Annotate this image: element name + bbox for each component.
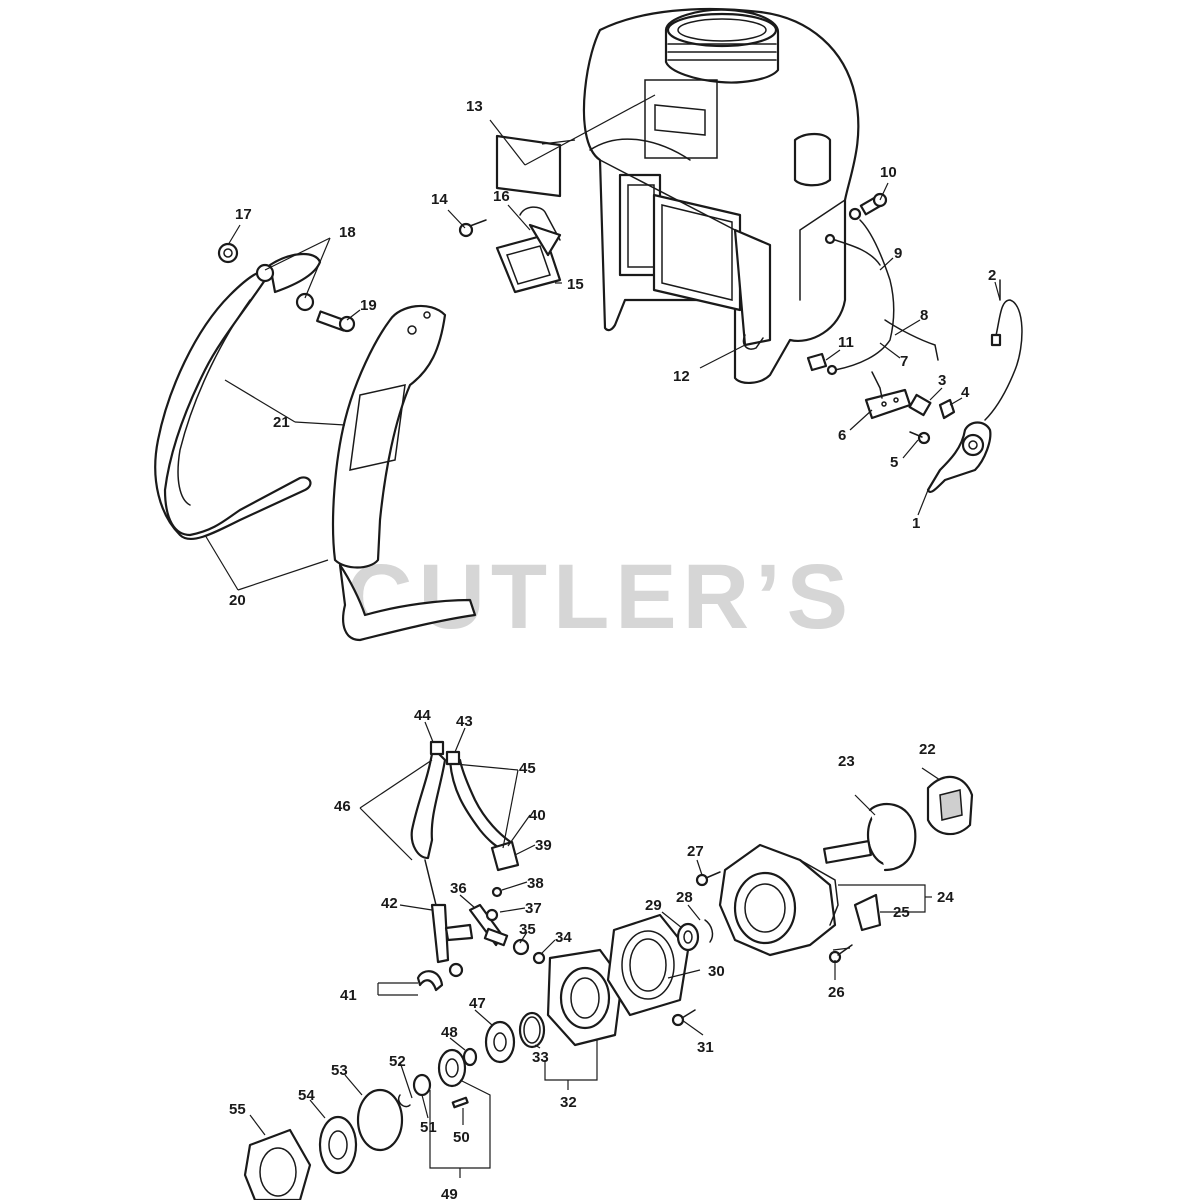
callout-27: 27 <box>687 843 704 860</box>
callout-41: 41 <box>340 987 357 1004</box>
callout-20: 20 <box>229 592 246 609</box>
callout-21: 21 <box>273 414 290 431</box>
callout-23: 23 <box>838 753 855 770</box>
fitting-10-icon <box>859 192 888 216</box>
cover-icon <box>243 1128 312 1200</box>
callout-11: 11 <box>838 334 854 351</box>
callout-18: 18 <box>339 224 356 241</box>
cable-icon <box>984 299 1023 421</box>
callout-16: 16 <box>493 188 510 205</box>
callout-48: 48 <box>441 1024 458 1041</box>
callout-6: 6 <box>838 427 846 444</box>
callout-37: 37 <box>525 900 542 917</box>
callout-labels: 1 2 3 4 5 6 7 8 9 10 11 12 13 14 15 16 1… <box>229 98 996 1200</box>
strap-left-icon <box>154 253 322 540</box>
wire-icon <box>824 207 939 376</box>
decal-icon <box>495 134 562 198</box>
callout-31: 31 <box>697 1039 714 1056</box>
callout-30: 30 <box>708 963 725 980</box>
callout-55: 55 <box>229 1101 246 1118</box>
callout-3: 3 <box>938 372 946 389</box>
drum-icon <box>823 802 917 872</box>
tank-icon <box>582 7 860 384</box>
callout-44: 44 <box>414 707 431 724</box>
callout-43: 43 <box>456 713 473 730</box>
clutch-icon <box>926 775 974 836</box>
washer-icon <box>676 919 714 952</box>
callout-4: 4 <box>961 384 970 401</box>
callout-1: 1 <box>912 515 920 532</box>
bracket-icon <box>495 206 562 294</box>
callout-19: 19 <box>360 297 377 314</box>
leader-lines <box>204 94 1001 1178</box>
switch-icon <box>806 279 1001 445</box>
elbow-icon <box>468 886 546 965</box>
callout-35: 35 <box>519 921 536 938</box>
callout-42: 42 <box>381 895 398 912</box>
callout-39: 39 <box>535 837 552 854</box>
screws-icon <box>671 871 853 1027</box>
bracket-6-icon <box>864 371 912 420</box>
strap-right-icon <box>331 304 477 642</box>
bolt-icon <box>316 310 356 333</box>
callout-46: 46 <box>334 798 351 815</box>
lever-icon <box>926 421 992 494</box>
callout-54: 54 <box>298 1087 315 1104</box>
callout-38: 38 <box>527 875 544 892</box>
callout-36: 36 <box>450 880 467 897</box>
callout-15: 15 <box>567 276 584 293</box>
callout-28: 28 <box>676 889 693 906</box>
callout-9: 9 <box>894 245 902 262</box>
callout-34: 34 <box>555 929 572 946</box>
screw-icon <box>458 219 487 238</box>
callout-8: 8 <box>920 307 928 324</box>
callout-22: 22 <box>919 741 936 758</box>
callout-26: 26 <box>828 984 845 1001</box>
main-housing-icon <box>718 843 882 957</box>
nut-icon <box>217 242 315 312</box>
callout-40: 40 <box>529 807 546 824</box>
callout-12: 12 <box>673 368 690 385</box>
hose-icon <box>410 740 520 906</box>
callout-50: 50 <box>453 1129 470 1146</box>
gasket-icon <box>606 913 690 1017</box>
callout-2: 2 <box>988 267 996 284</box>
callout-45: 45 <box>519 760 536 777</box>
housing-icon <box>546 948 624 1047</box>
callout-14: 14 <box>431 191 448 208</box>
seal-icon <box>462 1011 546 1067</box>
watermark-text: CUTLER’S <box>346 546 854 648</box>
bearing-icon <box>398 1048 469 1109</box>
callout-53: 53 <box>331 1062 348 1079</box>
callout-52: 52 <box>389 1053 406 1070</box>
callout-5: 5 <box>890 454 898 471</box>
callout-17: 17 <box>235 206 252 223</box>
callout-33: 33 <box>532 1049 549 1066</box>
callout-47: 47 <box>469 995 486 1012</box>
callout-13: 13 <box>466 98 483 115</box>
callout-25: 25 <box>893 904 910 921</box>
callout-24: 24 <box>937 889 954 906</box>
callout-49: 49 <box>441 1186 458 1200</box>
callout-10: 10 <box>880 164 897 181</box>
callout-29: 29 <box>645 897 662 914</box>
callout-32: 32 <box>560 1094 577 1111</box>
o-ring-icon <box>356 1088 404 1152</box>
gear-icon <box>318 1115 358 1175</box>
callout-51: 51 <box>420 1119 437 1136</box>
tee-fitting-icon <box>416 903 474 992</box>
callout-7: 7 <box>900 353 908 370</box>
